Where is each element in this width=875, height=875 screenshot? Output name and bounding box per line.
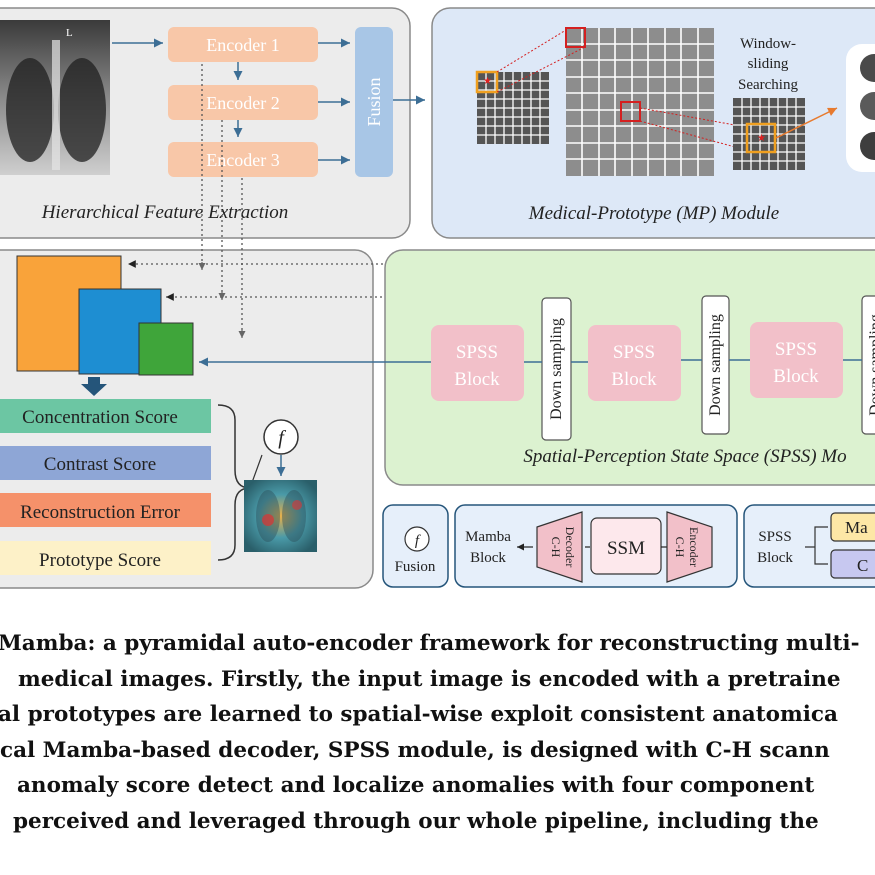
spss-block-1-line-1: SPSS — [456, 342, 498, 363]
feature-pyramid — [16, 255, 194, 376]
legend-fusion-symbol: f — [415, 533, 421, 549]
ssm-block: SSM — [590, 517, 662, 575]
legend-right-item-2: C — [857, 556, 868, 575]
fusion-symbol: f — [278, 427, 286, 449]
feature-grid-large — [565, 27, 714, 176]
anomaly-heatmap-image — [244, 480, 317, 552]
spss-block-3-line-1: SPSS — [775, 339, 817, 360]
legend-right-item-1: Ma — [845, 518, 868, 537]
medical-prototype-panel: ★ ★ Window- sliding Searching Medical-Pr… — [431, 7, 875, 239]
ssm-label: SSM — [607, 538, 645, 559]
score-reconstruction: Reconstruction Error — [0, 493, 211, 527]
spss-block-2: SPSS Block — [588, 325, 681, 401]
fusion-circle-icon — [263, 419, 299, 455]
fusion-block: Fusion — [355, 27, 393, 177]
downsampling-2-label: Down sampling — [707, 314, 724, 416]
downsampling-1: Down sampling — [541, 297, 572, 441]
score-prototype: Prototype Score — [0, 541, 211, 575]
encoder-1-label: Encoder 1 — [206, 35, 279, 55]
legend-fusion-icon — [404, 526, 430, 552]
ch-encoder-line-2: Encoder — [687, 527, 701, 567]
spss-panel: SPSS Block Down sampling SPSS Block Down… — [384, 249, 875, 486]
reconstruction-error-label: Reconstruction Error — [20, 502, 181, 523]
fusion-label: Fusion — [364, 77, 384, 126]
window-label-line-3: Searching — [738, 77, 798, 93]
downsampling-3: Down sampling — [861, 295, 875, 435]
score-concentration: Concentration Score — [0, 399, 211, 433]
star-marker-icon: ★ — [483, 76, 492, 87]
prototype-thumbnails — [846, 44, 875, 172]
ch-decoder-line-1: C-H — [549, 537, 563, 558]
hierarchical-feature-extraction-panel: L Encoder 1 Encoder 2 Encoder 3 Fusion H… — [0, 7, 411, 239]
ch-decoder: C-H Decoder — [536, 511, 583, 583]
caption-line-4: cal Mamba-based decoder, SPSS module, is… — [0, 738, 830, 763]
legend-mamba-line-2: Block — [470, 550, 506, 566]
encoder-3-label: Encoder 3 — [206, 150, 279, 170]
spss-block-2-line-1: SPSS — [613, 342, 655, 363]
spss-block-3-line-2: Block — [773, 366, 819, 387]
hfe-title: Hierarchical Feature Extraction — [41, 202, 289, 223]
mp-title: Medical-Prototype (MP) Module — [528, 203, 779, 224]
prototype-grid-small-right: ★ — [733, 98, 805, 170]
downsampling-2: Down sampling — [701, 295, 730, 435]
encoder-2: Encoder 2 — [168, 85, 318, 120]
encoder-2-label: Encoder 2 — [206, 93, 279, 113]
legend-fusion: f Fusion — [382, 504, 449, 588]
chest-xray-image: L — [0, 20, 110, 175]
ch-decoder-line-2: Decoder — [563, 527, 577, 568]
decoder-output-panel: Concentration Score Contrast Score Recon… — [0, 249, 374, 589]
star-marker-right-icon: ★ — [757, 133, 766, 144]
concentration-score-label: Concentration Score — [22, 407, 178, 428]
ch-encoder: C-H Encoder — [666, 511, 713, 583]
legend-fusion-label: Fusion — [395, 559, 436, 575]
prototype-score-label: Prototype Score — [39, 550, 161, 571]
spss-title: Spatial-Perception State Space (SPSS) Mo — [523, 446, 846, 467]
score-contrast: Contrast Score — [0, 446, 211, 480]
legend-spss-line-2: Block — [757, 550, 793, 566]
figure-caption: Mamba: a pyramidal auto-encoder framewor… — [0, 631, 860, 834]
legend-mamba-block: Mamba Block C-H Decoder SSM C-H Encoder — [454, 504, 738, 588]
spss-block-1-line-2: Block — [454, 369, 500, 390]
downsampling-3-label: Down sampling — [867, 314, 875, 416]
encoder-3: Encoder 3 — [168, 142, 318, 177]
contrast-score-label: Contrast Score — [44, 454, 156, 475]
window-label-line-2: sliding — [748, 56, 789, 72]
caption-line-6: perceived and leveraged through our whol… — [13, 809, 819, 834]
xray-marker: L — [66, 27, 73, 39]
legend-c-item — [830, 549, 875, 579]
encoder-1: Encoder 1 — [168, 27, 318, 62]
legend-spss-line-1: SPSS — [758, 529, 791, 545]
window-label-line-1: Window- — [740, 36, 796, 52]
spss-block-3: SPSS Block — [750, 322, 843, 398]
caption-line-1: Mamba: a pyramidal auto-encoder framewor… — [0, 631, 860, 656]
caption-line-3: al prototypes are learned to spatial-wis… — [0, 702, 838, 727]
legend-mamba-line-1: Mamba — [465, 529, 511, 545]
down-arrow-icon — [81, 377, 107, 396]
spss-block-2-line-2: Block — [611, 369, 657, 390]
ch-encoder-line-1: C-H — [673, 537, 687, 558]
legend-spss-block: SPSS Block Ma C — [743, 504, 875, 588]
spss-block-1: SPSS Block — [431, 325, 524, 401]
prototype-grid-small-left: ★ — [475, 70, 549, 144]
caption-line-2: medical images. Firstly, the input image… — [18, 667, 841, 692]
downsampling-1-label: Down sampling — [548, 318, 565, 420]
legend-mamba-item — [830, 512, 875, 542]
caption-line-5: anomaly score detect and localize anomal… — [17, 773, 814, 798]
